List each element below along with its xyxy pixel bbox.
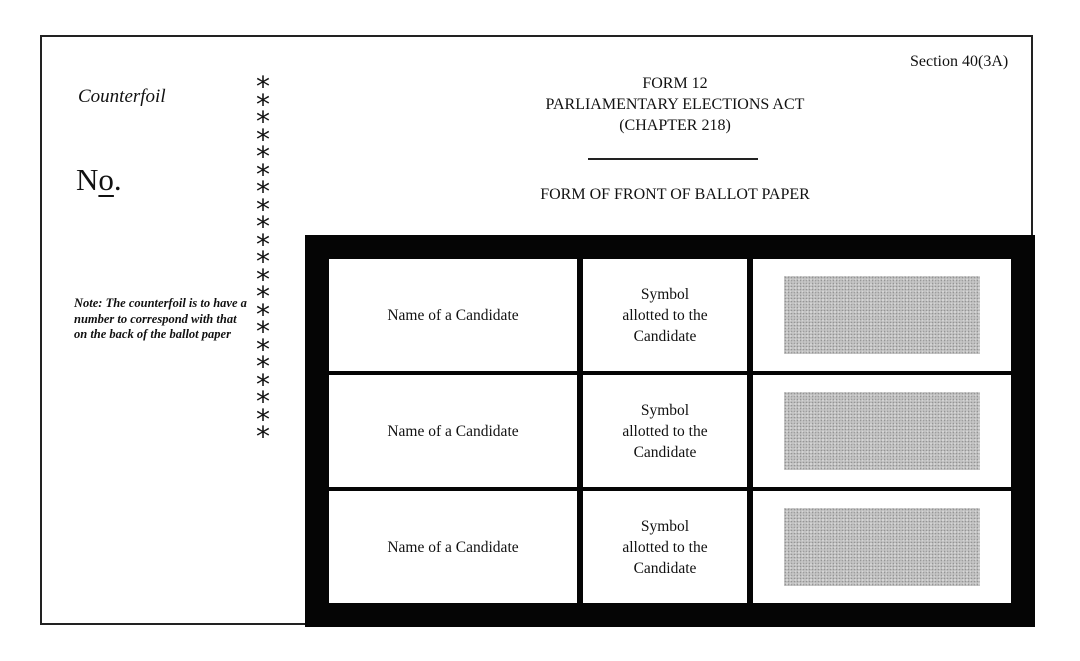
chapter: (CHAPTER 218) [619, 117, 731, 134]
perforation-asterisk: * [256, 122, 270, 156]
act-name: PARLIAMENTARY ELECTIONS ACT [545, 96, 805, 113]
perforation-asterisk: * [256, 385, 270, 418]
perforation-asterisk: * [256, 210, 270, 243]
candidate-row: Name of a Candidate Symbol allotted to t… [329, 491, 1011, 603]
candidate-name-cell: Name of a Candidate [329, 259, 577, 371]
candidate-row: Name of a Candidate Symbol allotted to t… [329, 375, 1011, 487]
counterfoil-label: Counterfoil [78, 86, 166, 107]
candidate-symbol-cell: Symbol allotted to the Candidate [583, 259, 747, 371]
symbol-line: Symbol [640, 285, 690, 303]
number-prefix: N [76, 162, 99, 197]
symbol-line: allotted to the [622, 306, 708, 324]
perforation-asterisk: * [256, 87, 270, 121]
perforation-asterisk: * [256, 227, 270, 261]
perforation-asterisk: * [256, 175, 270, 208]
vote-box-cell[interactable] [753, 375, 1011, 487]
form-subtitle: FORM OF FRONT OF BALLOT PAPER [540, 186, 810, 203]
candidate-row: Name of a Candidate Symbol allotted to t… [329, 259, 1011, 371]
perforation-asterisk: * [256, 192, 270, 226]
shaded-vote-area [784, 276, 980, 354]
perforation-asterisk: * [256, 367, 270, 401]
candidate-symbol-cell: Symbol allotted to the Candidate [583, 491, 747, 603]
form-number: FORM 12 [642, 75, 708, 92]
shaded-vote-area [784, 392, 980, 470]
vote-box-cell[interactable] [753, 259, 1011, 371]
counterfoil-note: Note: The counterfoil is to have a numbe… [74, 296, 247, 341]
perforation-asterisk: * [256, 105, 270, 138]
perforation-asterisk: * [256, 140, 270, 173]
heading-divider [588, 158, 758, 160]
perforation-asterisk: * [256, 297, 270, 331]
perforation-asterisk: * [256, 350, 270, 383]
perforation-asterisk: * [256, 402, 270, 436]
perforation-line: ********************* [253, 70, 273, 453]
vote-box-cell[interactable] [753, 491, 1011, 603]
section-reference: Section 40(3A) [910, 53, 1009, 70]
symbol-line: allotted to the [622, 538, 708, 556]
number-underlined-o: o [98, 162, 114, 197]
symbol-line: Candidate [633, 443, 697, 461]
perforation-asterisk: * [256, 245, 270, 278]
ballot-panel: Name of a Candidate Symbol allotted to t… [305, 235, 1035, 627]
symbol-line: Symbol [640, 517, 690, 535]
symbol-line: allotted to the [622, 422, 708, 440]
number-suffix: . [113, 162, 122, 197]
candidate-symbol-cell: Symbol allotted to the Candidate [583, 375, 747, 487]
shaded-vote-area [784, 508, 980, 586]
perforation-asterisk: * [256, 280, 270, 313]
form-heading: FORM 12 PARLIAMENTARY ELECTIONS ACT (CHA… [480, 73, 870, 136]
perforation-asterisk: * [256, 157, 270, 191]
perforation-asterisk: * [256, 262, 270, 296]
candidate-name-cell: Name of a Candidate [329, 491, 577, 603]
symbol-line: Symbol [640, 401, 690, 419]
candidate-name-cell: Name of a Candidate [329, 375, 577, 487]
symbol-line: Candidate [633, 327, 697, 345]
perforation-asterisk: * [256, 420, 270, 453]
perforation-asterisk: * [256, 315, 270, 348]
perforation-asterisk: * [256, 70, 270, 103]
counterfoil-number-label: No. [76, 162, 122, 198]
perforation-asterisk: * [256, 332, 270, 366]
symbol-line: Candidate [633, 559, 697, 577]
